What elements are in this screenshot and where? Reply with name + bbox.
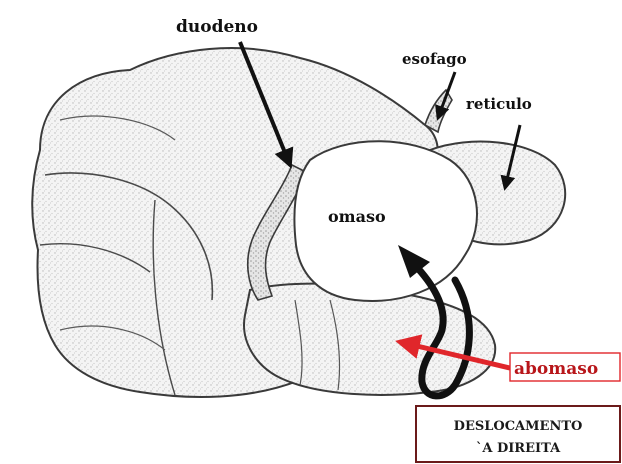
label-omaso: omaso — [328, 207, 386, 226]
omaso-shape — [294, 141, 477, 301]
label-reticulo: reticulo — [466, 95, 532, 113]
label-duodeno: duodeno — [176, 17, 258, 37]
label-esofago: esofago — [402, 50, 467, 68]
label-abomaso: abomaso — [514, 359, 598, 379]
caption-line2: `A DIREITA — [476, 441, 561, 456]
esofago-shape — [425, 90, 452, 132]
caption-line1: DESLOCAMENTO — [454, 419, 583, 434]
